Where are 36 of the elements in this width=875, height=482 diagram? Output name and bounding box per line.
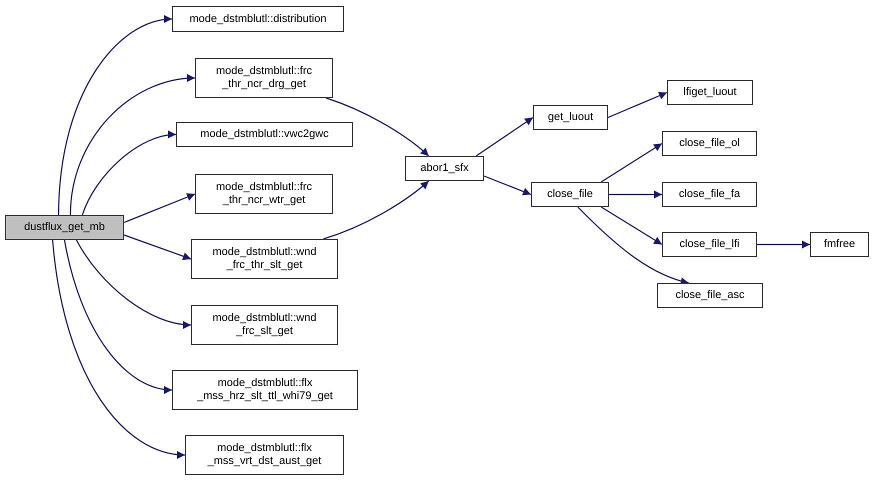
arrow [82, 131, 176, 216]
function-box: close_file_lfi [662, 232, 757, 257]
function-box: mode_dstmblutl::wnd _frc_thr_slt_get [191, 239, 338, 279]
highlighted-function-box: dustflux_get_mb [5, 215, 124, 240]
function-box: mode_dstmblutl::distribution [172, 6, 344, 32]
function-box: fmfree [810, 232, 869, 257]
function-box: get_luout [533, 105, 608, 130]
arrow [577, 206, 689, 285]
arrow [76, 240, 192, 328]
arrow [323, 180, 430, 240]
arrow [52, 240, 186, 458]
function-box: mode_dstmblutl::vwc2gwc [176, 122, 353, 147]
arrow [757, 240, 810, 248]
arrow [58, 16, 172, 216]
function-box: lfiget_luout [667, 80, 753, 105]
function-box: mode_dstmblutl::flx _mss_hrz_slt_ttl_whi79_get [172, 370, 358, 410]
function-box: mode_dstmblutl::frc _thr_ncr_drg_get [195, 58, 333, 98]
arrow [70, 74, 196, 216]
arrow [600, 143, 662, 182]
arrow [124, 234, 192, 260]
arrow [124, 193, 196, 224]
function-box: mode_dstmblutl::wnd _frc_slt_get [191, 305, 338, 345]
function-box: close_file_ol [662, 131, 757, 156]
arrow [64, 240, 172, 394]
function-box: abor1_sfx [405, 156, 484, 181]
function-box: close_file [531, 182, 609, 207]
function-box: mode_dstmblutl::flx _mss_vrt_dst_aust_get [185, 435, 344, 475]
function-box: mode_dstmblutl::frc _thr_ncr_wtr_get [195, 174, 333, 214]
arrow [326, 97, 430, 156]
arrow [484, 175, 532, 196]
arrow [600, 206, 662, 246]
arrow [476, 117, 534, 156]
arrow [608, 92, 668, 118]
arrow [609, 190, 662, 198]
function-box: close_file_asc [657, 283, 763, 308]
function-box: close_file_fa [662, 182, 757, 207]
